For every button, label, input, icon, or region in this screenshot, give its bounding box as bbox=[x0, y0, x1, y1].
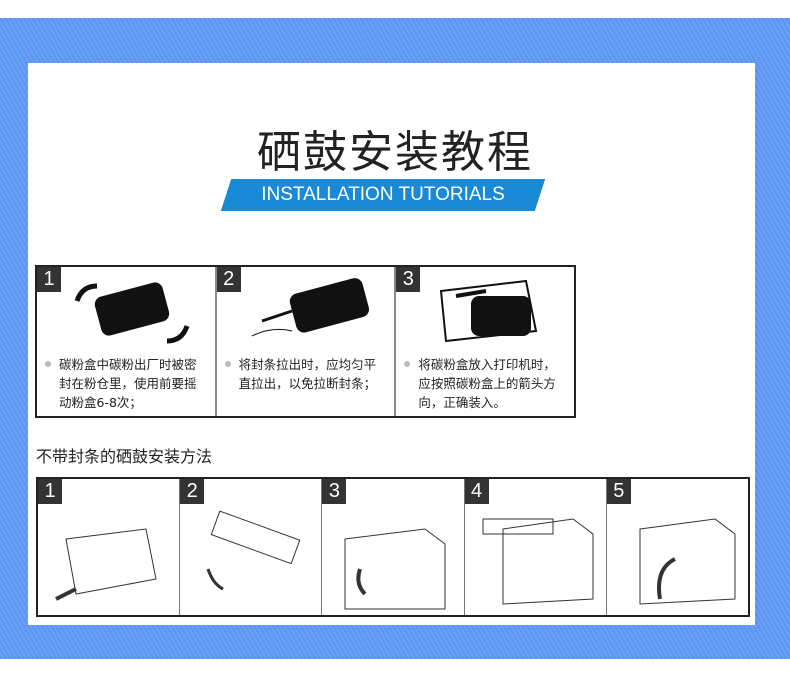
no-seal-step: 4 bbox=[464, 479, 607, 615]
step-number: 2 bbox=[216, 267, 241, 292]
insert-cartridge-illustration bbox=[440, 279, 538, 343]
bullet-icon bbox=[224, 361, 231, 367]
step-number: 5 bbox=[606, 479, 631, 504]
no-seal-step: 2 bbox=[180, 479, 323, 615]
seal-steps-table: 1 碳粉盒中碳粉出厂时被密封在粉仓里，使用前要摇动粉盒6-8次； 2 将封条拉出… bbox=[35, 265, 576, 418]
step-description: 将封条拉出时，应均匀平直拉出，以免拉断封条； bbox=[238, 357, 377, 391]
step-description: 将碳粉盒放入打印机时，应按照碳粉盒上的箭头方向，正确装入。 bbox=[418, 357, 556, 410]
no-seal-step: 3 bbox=[322, 479, 465, 615]
bullet-icon bbox=[45, 361, 51, 367]
no-seal-step: 1 bbox=[38, 479, 181, 615]
shake-cartridge-illustration bbox=[74, 282, 190, 344]
shake-drum-illustration bbox=[206, 510, 301, 591]
step-number: 2 bbox=[180, 479, 205, 504]
no-seal-steps-table: 1 2 3 4 5 bbox=[36, 477, 750, 617]
step-description: 碳粉盒中碳粉出厂时被密封在粉仓里，使用前要摇动粉盒6-8次； bbox=[59, 357, 197, 410]
step-number: 1 bbox=[38, 479, 62, 504]
section-title: 不带封条的硒鼓安装方法 bbox=[36, 447, 213, 466]
step-number: 3 bbox=[396, 267, 421, 292]
seal-step: 2 将封条拉出时，应均匀平直拉出，以免拉断封条； bbox=[216, 267, 397, 416]
subtitle-text: INSTALLATION TUTORIALS bbox=[261, 184, 505, 205]
page-title: 硒鼓安装教程 bbox=[257, 127, 533, 178]
step-number: 3 bbox=[322, 479, 347, 504]
insert-drum-illustration bbox=[482, 518, 594, 605]
open-printer-illustration bbox=[344, 528, 446, 610]
pull-seal-illustration bbox=[251, 278, 369, 337]
close-printer-illustration bbox=[639, 518, 736, 605]
cartridge-illustration bbox=[55, 528, 157, 601]
seal-step: 1 碳粉盒中碳粉出厂时被密封在粉仓里，使用前要摇动粉盒6-8次； bbox=[37, 267, 217, 416]
bullet-icon bbox=[404, 361, 411, 367]
seal-step: 3 将碳粉盒放入打印机时，应按照碳粉盒上的箭头方向，正确装入。 bbox=[396, 267, 574, 416]
no-seal-step: 5 bbox=[606, 479, 748, 615]
step-number: 4 bbox=[464, 479, 489, 504]
step-number: 1 bbox=[37, 267, 61, 292]
